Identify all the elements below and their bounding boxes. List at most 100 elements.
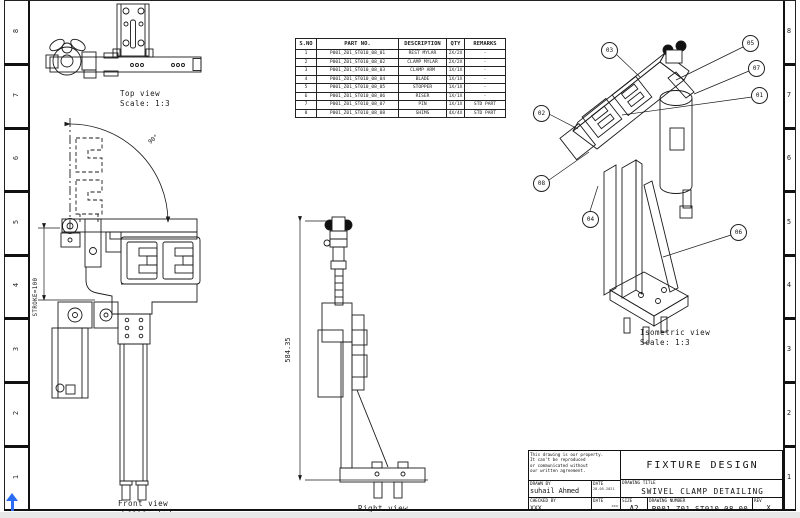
cell-qty: 1X/1X bbox=[446, 66, 465, 76]
stroke-dimension: STROKE=100 bbox=[33, 277, 39, 317]
drawn-by-cell: DRAWN BY suhail Ahmed bbox=[529, 481, 592, 498]
parts-table-header-row: S.NO PART NO. DESCRIPTION QTY REMARKS bbox=[295, 38, 506, 50]
drawn-date-value: 28-05-2021 bbox=[593, 487, 615, 491]
cell-part-no: P001_Z01_ST010_08_05 bbox=[316, 83, 399, 93]
cell-qty: 1X/1X bbox=[446, 83, 465, 93]
cursor-arrow-icon bbox=[6, 493, 18, 511]
table-row: 5 P001_Z01_ST010_08_05 STOPPER 1X/1X - bbox=[295, 83, 506, 93]
drawing-title-label: DRAWING TITLE bbox=[622, 481, 656, 486]
cell-qty: 2X/2X bbox=[446, 57, 465, 67]
cell-remarks: STD PART bbox=[464, 100, 506, 110]
table-row: 1 P001_Z01_ST010_08_01 REST MYLAR 2X/2X … bbox=[295, 49, 506, 59]
cell-sno: 8 bbox=[295, 108, 317, 118]
cell-remarks: - bbox=[464, 66, 506, 76]
cell-qty: 1X/1X bbox=[446, 74, 465, 84]
balloon-05: 05 bbox=[742, 35, 759, 52]
frame-inner-left bbox=[28, 0, 30, 511]
checked-date-cell: DATE xxx bbox=[592, 498, 621, 511]
zone-tick bbox=[783, 127, 795, 130]
cell-qty: 4X/4X bbox=[446, 108, 465, 118]
top-view-scale: Scale: 1:3 bbox=[120, 99, 171, 108]
table-row: 8 P001_Z01_ST010_08_08 SHIMS 4X/4X STD P… bbox=[295, 108, 506, 118]
zone-tick bbox=[4, 127, 28, 130]
cell-sno: 1 bbox=[295, 49, 317, 59]
cell-part-no: P001_Z01_ST010_08_04 bbox=[316, 74, 399, 84]
frame-outer-right bbox=[795, 0, 796, 511]
size-cell: SIZE A2 bbox=[621, 498, 648, 511]
col-header-qty: QTY bbox=[446, 38, 465, 50]
cell-part-no: P001_Z01_ST010_08_02 bbox=[316, 57, 399, 67]
front-view-label: Front view bbox=[118, 499, 169, 508]
property-note-line: or communicated without bbox=[530, 462, 588, 468]
drawn-by-label: DRAWN BY bbox=[530, 482, 551, 487]
frame-top bbox=[4, 0, 796, 1]
table-row: 4 P001_Z01_ST010_08_04 BLADE 1X/1X - bbox=[295, 74, 506, 84]
cell-remarks: - bbox=[464, 91, 506, 101]
zone-number-right: 5 bbox=[786, 218, 792, 226]
cell-sno: 4 bbox=[295, 74, 317, 84]
zone-tick bbox=[783, 254, 795, 257]
parts-table: S.NO PART NO. DESCRIPTION QTY REMARKS 1 … bbox=[295, 38, 506, 118]
zone-tick bbox=[4, 317, 28, 320]
cell-sno: 2 bbox=[295, 57, 317, 67]
checked-date-value: xxx bbox=[611, 504, 619, 508]
overall-height-dimension: 584.35 bbox=[284, 337, 292, 363]
cell-description: CLAMP MYLAR bbox=[398, 57, 447, 67]
zone-number-right: 2 bbox=[786, 409, 792, 417]
cell-description: PIN bbox=[398, 100, 447, 110]
zone-number-right: 4 bbox=[786, 281, 792, 289]
balloon-08: 08 bbox=[533, 175, 550, 192]
col-header-sno: S.NO bbox=[295, 38, 317, 50]
table-row: 6 P001_Z01_ST010_08_06 RISER 1X/1X - bbox=[295, 91, 506, 101]
top-view-label: Top view bbox=[120, 89, 161, 98]
cell-description: BLADE bbox=[398, 74, 447, 84]
zone-tick bbox=[783, 190, 795, 193]
cell-remarks: - bbox=[464, 83, 506, 93]
zone-number-right: 8 bbox=[786, 27, 792, 35]
balloon-03: 03 bbox=[601, 42, 618, 59]
checked-by-value: XXX bbox=[530, 504, 542, 511]
isometric-view-drawing bbox=[559, 40, 695, 344]
drawing-title: SWIVEL CLAMP DETAILING bbox=[641, 487, 764, 496]
right-view-drawing bbox=[298, 216, 428, 499]
zone-tick bbox=[4, 445, 28, 448]
table-row: 7 P001_Z01_ST010_08_07 PIN 1X/1X STD PAR… bbox=[295, 100, 506, 110]
drawing-number-label: DRAWING NUMBER bbox=[649, 499, 686, 504]
cell-description: STOPPER bbox=[398, 83, 447, 93]
frame-bottom bbox=[4, 509, 796, 511]
right-view-label: Right view bbox=[358, 504, 409, 513]
date-label: DATE bbox=[593, 499, 604, 504]
rev-label: REV bbox=[754, 499, 762, 504]
zone-tick bbox=[783, 317, 795, 320]
front-view-drawing bbox=[38, 118, 201, 501]
title-block: This drawing is our property. It can't b… bbox=[528, 450, 784, 511]
balloon-04: 04 bbox=[582, 211, 599, 228]
zone-tick bbox=[783, 63, 795, 66]
cell-description: CLAMP ARM bbox=[398, 66, 447, 76]
cell-description: SHIMS bbox=[398, 108, 447, 118]
zone-tick bbox=[4, 254, 28, 257]
cell-sno: 6 bbox=[295, 91, 317, 101]
zone-number-right: 7 bbox=[786, 91, 792, 99]
cell-part-no: P001_Z01_ST010_08_03 bbox=[316, 66, 399, 76]
cell-remarks: - bbox=[464, 74, 506, 84]
zone-number-right: 1 bbox=[786, 473, 792, 481]
cell-part-no: P001_Z01_ST010_08_07 bbox=[316, 100, 399, 110]
rev-cell: REV X bbox=[753, 498, 784, 511]
zone-tick bbox=[4, 190, 28, 193]
zone-tick bbox=[4, 63, 28, 66]
cell-sno: 3 bbox=[295, 66, 317, 76]
company-title: FIXTURE DESIGN bbox=[646, 460, 759, 471]
balloon-07: 07 bbox=[748, 60, 765, 77]
property-note-line: It can't be reproduced bbox=[530, 457, 586, 463]
drawing-number-value: P001 Z01 ST010 08 00 bbox=[651, 504, 749, 511]
col-header-remarks: REMARKS bbox=[464, 38, 506, 50]
cell-description: REST MYLAR bbox=[398, 49, 447, 59]
top-view-drawing bbox=[45, 3, 202, 79]
balloon-leaders bbox=[548, 46, 753, 258]
property-note-line: This drawing is our property. bbox=[530, 452, 604, 457]
cell-sno: 7 bbox=[295, 100, 317, 110]
cell-qty: 1X/1X bbox=[446, 100, 465, 110]
property-note: This drawing is our property. It can't b… bbox=[529, 451, 621, 481]
cell-sno: 5 bbox=[295, 83, 317, 93]
